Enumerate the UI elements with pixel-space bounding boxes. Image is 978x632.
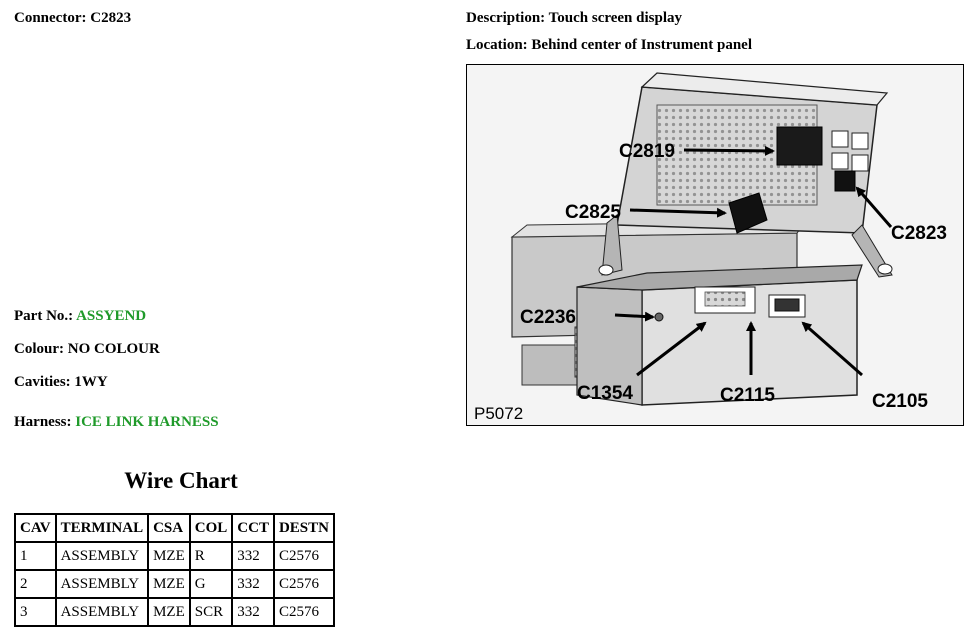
cell-cct: 332 bbox=[231, 569, 275, 599]
location-diagram: C2819 C2825 C2823 C2236 C1354 C2115 C210… bbox=[466, 64, 964, 426]
figure-id: P5072 bbox=[474, 404, 523, 423]
front-unit bbox=[576, 264, 863, 406]
cell-csa: MZE bbox=[147, 569, 191, 599]
colour-label: Colour: bbox=[14, 341, 64, 357]
cell-terminal: ASSEMBLY bbox=[54, 597, 150, 627]
harness-link[interactable]: ICE LINK HARNESS bbox=[75, 414, 219, 430]
part-no-link[interactable]: ASSYEND bbox=[76, 308, 147, 324]
cell-csa: MZE bbox=[147, 541, 191, 571]
colour-line: Colour: NO COLOUR bbox=[14, 341, 160, 358]
cell-csa: MZE bbox=[147, 597, 191, 627]
cell-destn: C2576 bbox=[272, 541, 335, 571]
part-no-label: Part No.: bbox=[14, 308, 74, 324]
cell-col: SCR bbox=[188, 597, 234, 627]
wire-chart-title: Wire Chart bbox=[124, 468, 238, 493]
callout-c2236: C2236 bbox=[520, 307, 576, 328]
wire-chart-table: CAV TERMINAL CSA COL CCT DESTN 1 ASSEMBL… bbox=[14, 513, 335, 627]
cell-destn: C2576 bbox=[272, 597, 335, 627]
description-line: Description: Touch screen display bbox=[466, 10, 682, 27]
connector-value: C2823 bbox=[90, 10, 132, 26]
colour-value: NO COLOUR bbox=[67, 341, 160, 357]
header-cct: CCT bbox=[231, 513, 275, 543]
wire-chart-header-row: CAV TERMINAL CSA COL CCT DESTN bbox=[14, 513, 335, 543]
part-no-line: Part No.: ASSYEND bbox=[14, 308, 146, 325]
callout-c2823: C2823 bbox=[891, 223, 947, 244]
callout-c2819: C2819 bbox=[619, 141, 675, 162]
callout-c2105: C2105 bbox=[872, 391, 928, 412]
table-row: 2 ASSEMBLY MZE G 332 C2576 bbox=[14, 569, 335, 599]
diagram-svg: C2819 C2825 C2823 C2236 C1354 C2115 C210… bbox=[474, 72, 947, 423]
location-value: Behind center of Instrument panel bbox=[531, 37, 752, 53]
header-col: COL bbox=[188, 513, 234, 543]
cell-cav: 1 bbox=[14, 541, 57, 571]
harness-line: Harness: ICE LINK HARNESS bbox=[14, 414, 219, 431]
cell-terminal: ASSEMBLY bbox=[54, 569, 150, 599]
cell-cct: 332 bbox=[231, 541, 275, 571]
cell-destn: C2576 bbox=[272, 569, 335, 599]
cavities-label: Cavities: bbox=[14, 374, 71, 390]
harness-label: Harness: bbox=[14, 414, 72, 430]
callout-arrows bbox=[614, 145, 893, 377]
description-value: Touch screen display bbox=[548, 10, 683, 26]
header-terminal: TERMINAL bbox=[54, 513, 150, 543]
header-csa: CSA bbox=[147, 513, 191, 543]
location-label: Location: bbox=[466, 37, 528, 53]
table-row: 1 ASSEMBLY MZE R 332 C2576 bbox=[14, 541, 335, 571]
cavities-line: Cavities: 1WY bbox=[14, 374, 108, 391]
cell-col: G bbox=[188, 569, 234, 599]
table-row: 3 ASSEMBLY MZE SCR 332 C2576 bbox=[14, 597, 335, 627]
cell-cct: 332 bbox=[231, 597, 275, 627]
connector-line: Connector: C2823 bbox=[14, 10, 131, 27]
header-destn: DESTN bbox=[272, 513, 335, 543]
cavities-value: 1WY bbox=[74, 374, 108, 390]
header-cav: CAV bbox=[14, 513, 57, 543]
cell-cav: 3 bbox=[14, 597, 57, 627]
callout-c2115: C2115 bbox=[720, 385, 775, 406]
description-label: Description: bbox=[466, 10, 546, 26]
connector-label: Connector: bbox=[14, 10, 87, 26]
callout-c2825: C2825 bbox=[565, 202, 621, 223]
upper-frame bbox=[598, 72, 893, 278]
cell-terminal: ASSEMBLY bbox=[54, 541, 150, 571]
cell-cav: 2 bbox=[14, 569, 57, 599]
location-line: Location: Behind center of Instrument pa… bbox=[466, 37, 752, 54]
cell-col: R bbox=[188, 541, 234, 571]
callout-c1354: C1354 bbox=[577, 383, 633, 404]
